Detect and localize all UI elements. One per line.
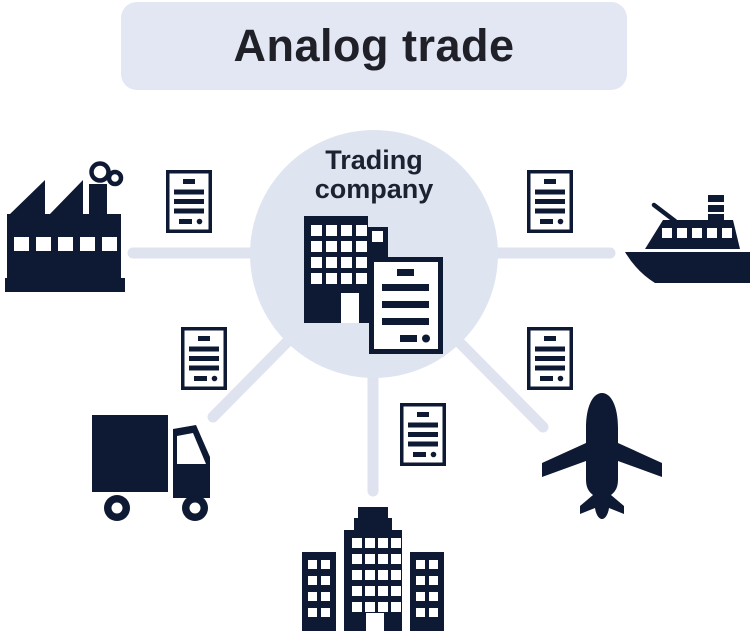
diagram-title: Analog trade [233,20,515,71]
trading-company-label: Trading company [314,145,434,204]
factory-icon [5,157,127,292]
paper-document-icon [527,170,573,238]
buildings-icon [302,505,448,631]
title-banner: Analog trade [121,2,627,90]
airplane-icon [538,391,670,521]
paper-document-icon [369,257,443,359]
truck-icon [88,410,218,522]
paper-document-icon [400,403,446,471]
paper-document-icon [166,170,212,238]
ship-icon [625,193,750,285]
paper-document-icon [181,327,227,395]
paper-document-icon [527,327,573,395]
